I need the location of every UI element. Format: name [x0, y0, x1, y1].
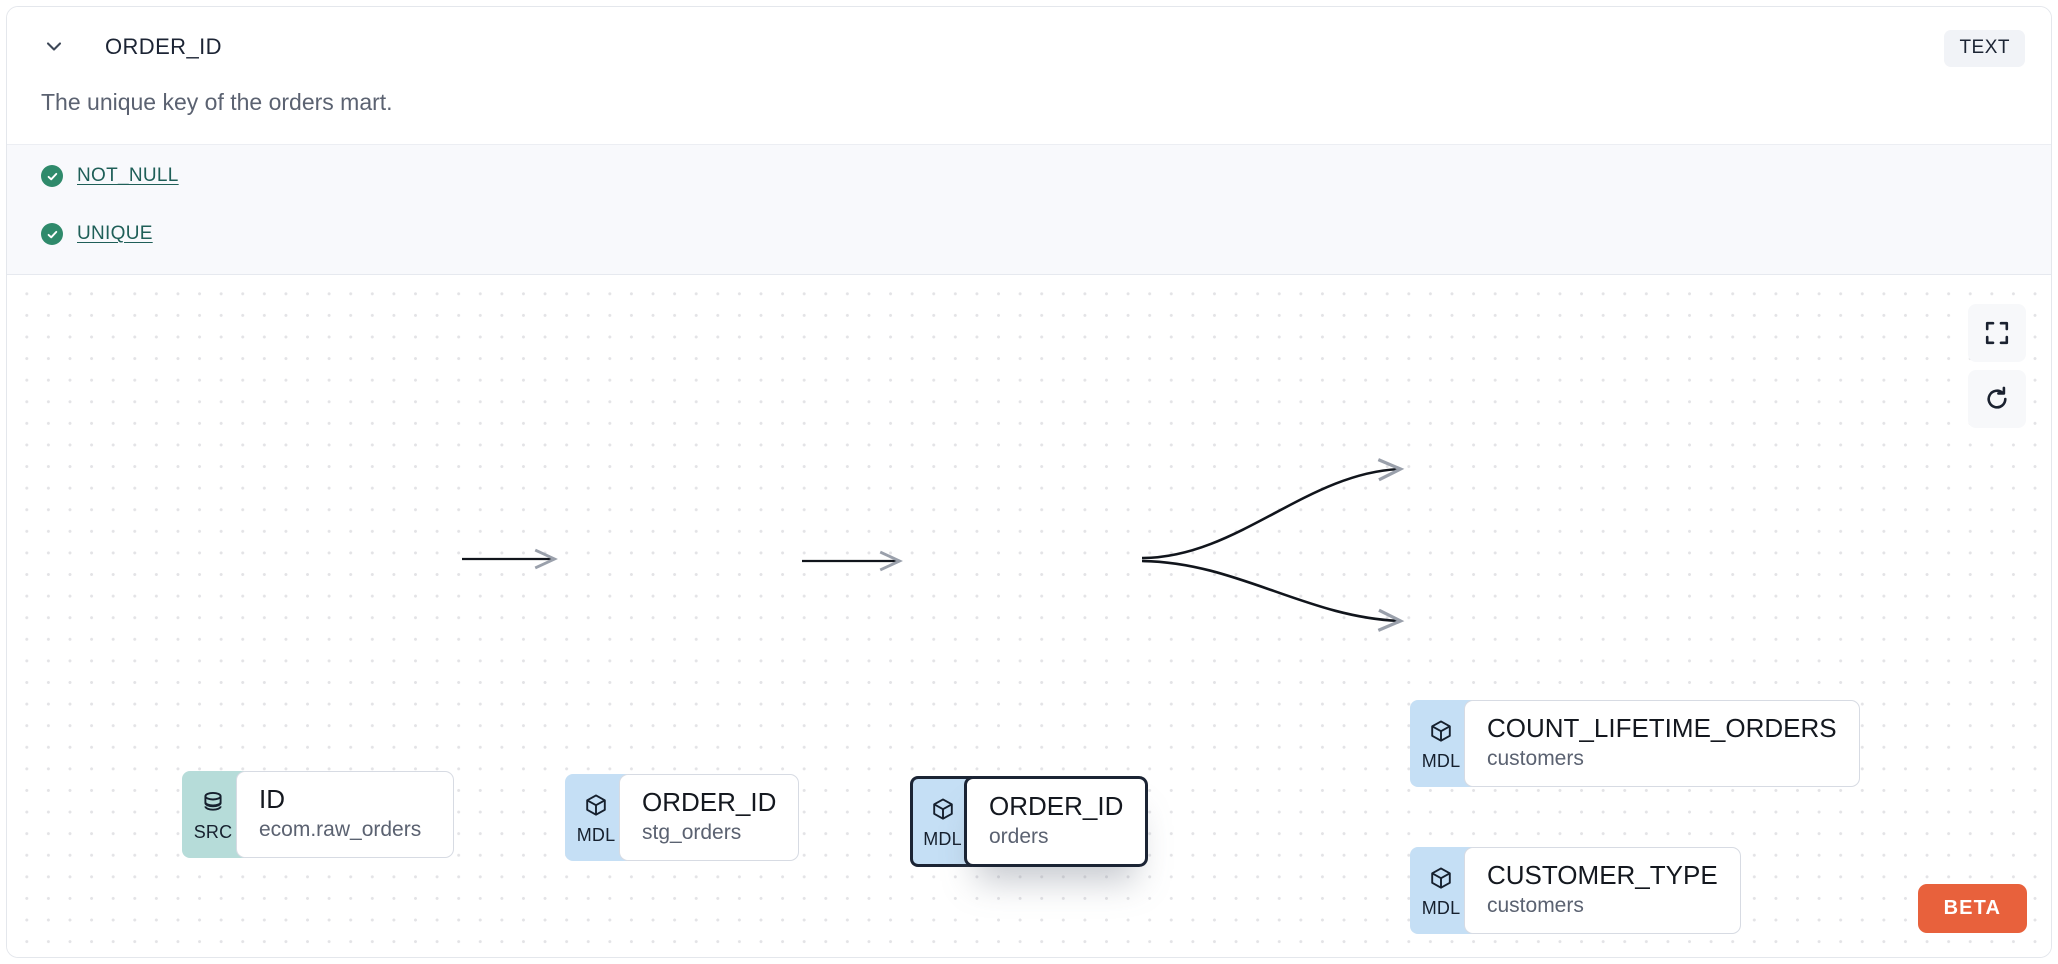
tests-section: NOT_NULL UNIQUE	[7, 144, 2051, 275]
node-column-name: ORDER_ID	[989, 791, 1124, 821]
node-column-name: CUSTOMER_TYPE	[1487, 860, 1718, 890]
database-icon	[200, 790, 226, 822]
node-body: ORDER_ID stg_orders	[619, 774, 800, 861]
node-model-name: orders	[989, 824, 1049, 848]
node-type-label: MDL	[1421, 897, 1461, 918]
node-column-name: ORDER_ID	[642, 787, 777, 817]
test-row: NOT_NULL	[41, 165, 179, 187]
node-body: ID ecom.raw_orders	[236, 771, 454, 858]
node-type-label: MDL	[1421, 750, 1461, 771]
fullscreen-icon	[1984, 320, 2010, 346]
node-type-badge: MDL	[1410, 700, 1472, 787]
node-body: COUNT_LIFETIME_ORDERS customers	[1464, 700, 1860, 787]
check-circle-icon	[41, 223, 63, 245]
fit-view-button[interactable]	[1968, 304, 2026, 362]
lineage-node-customer-type[interactable]: MDL CUSTOMER_TYPE customers	[1410, 847, 1741, 934]
column-description: The unique key of the orders mart.	[41, 89, 393, 115]
data-type-badge: TEXT	[1944, 30, 2025, 67]
node-type-badge: MDL	[910, 776, 972, 867]
node-type-label: MDL	[923, 828, 962, 849]
test-link-not-null[interactable]: NOT_NULL	[77, 165, 179, 186]
node-type-badge: MDL	[1410, 847, 1472, 934]
test-row: UNIQUE	[41, 223, 153, 245]
node-body: CUSTOMER_TYPE customers	[1464, 847, 1741, 934]
test-link-unique[interactable]: UNIQUE	[77, 223, 153, 244]
node-model-name: customers	[1487, 893, 1584, 917]
reset-button[interactable]	[1968, 370, 2026, 428]
chevron-down-icon[interactable]	[43, 35, 65, 57]
column-detail-card: ORDER_ID TEXT The unique key of the orde…	[6, 6, 2052, 958]
node-model-name: customers	[1487, 746, 1584, 770]
lineage-node-src[interactable]: SRC ID ecom.raw_orders	[182, 771, 454, 858]
lineage-node-stg-orders[interactable]: MDL ORDER_ID stg_orders	[565, 774, 800, 861]
lineage-node-orders-selected[interactable]: MDL ORDER_ID orders	[910, 776, 1149, 867]
edge-orders-to-count	[1141, 458, 1405, 560]
node-type-label: SRC	[193, 821, 233, 842]
cube-icon	[583, 793, 609, 825]
node-type-badge: SRC	[182, 771, 244, 858]
refresh-icon	[1984, 386, 2010, 412]
check-circle-icon	[41, 165, 63, 187]
edge-orders-to-customer-type	[1141, 559, 1405, 632]
cube-icon	[1428, 866, 1454, 898]
lineage-canvas[interactable]: SRC ID ecom.raw_orders MDL ORDE	[7, 276, 2051, 957]
node-type-label: MDL	[576, 824, 616, 845]
lineage-edges	[462, 458, 1405, 632]
beta-badge[interactable]: BETA	[1917, 884, 2027, 933]
node-model-name: stg_orders	[642, 820, 742, 844]
node-column-name: COUNT_LIFETIME_ORDERS	[1487, 713, 1837, 743]
node-column-name: ID	[259, 784, 285, 814]
node-model-name: ecom.raw_orders	[259, 817, 422, 841]
cube-icon	[930, 797, 956, 829]
page-title: ORDER_ID	[105, 34, 222, 59]
lineage-node-count-lifetime-orders[interactable]: MDL COUNT_LIFETIME_ORDERS customers	[1410, 700, 1860, 787]
canvas-toolbar	[1968, 304, 2026, 428]
cube-icon	[1428, 719, 1454, 751]
node-type-badge: MDL	[565, 774, 627, 861]
card-header: ORDER_ID TEXT	[7, 7, 2051, 79]
node-body: ORDER_ID orders	[964, 776, 1149, 867]
